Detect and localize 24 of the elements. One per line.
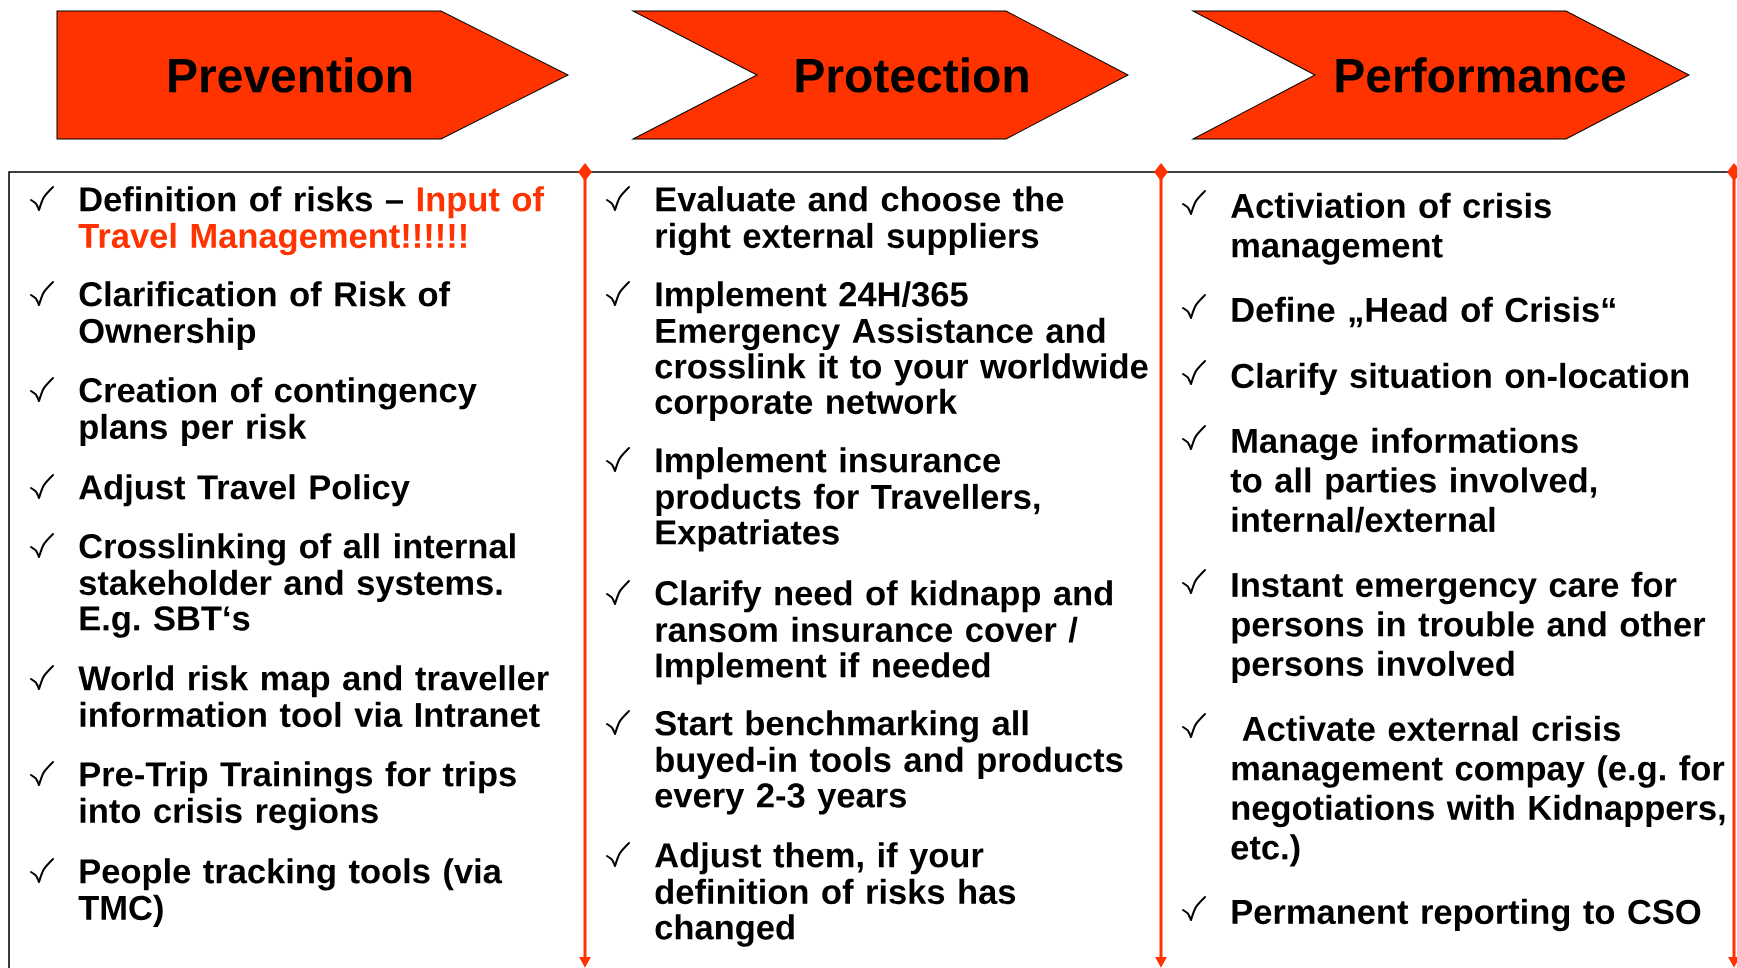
list-item: Creation of contingency plans per risk: [79, 377, 477, 446]
list-item: People tracking tools (via TMC): [78, 858, 503, 927]
list-item: Adjust them, if your definition of risks has changed: [655, 842, 1016, 947]
list-item: Clarify situation on-location: [1231, 362, 1689, 395]
list-item: Evaluate and choose the right external suppliers: [656, 186, 1064, 256]
list-item: Definition of risks – Input of Travel Management!!!!!!: [78, 186, 545, 256]
list-item: Implement 24H/365 Emergency Assistance and crosslink it to your worldwide corporate network: [655, 281, 1148, 421]
step-banner: Performance: [1192, 10, 1690, 140]
list-item: Define „Head of Crisis“: [1232, 296, 1615, 328]
list-item: Pre-Trip Trainings for trips into crisis regions: [80, 761, 516, 831]
step-banner: Protection: [632, 10, 1129, 140]
list-item: Implement insurance products for Travellers, Expatriates: [656, 447, 1040, 552]
list-item: Activate external crisis management compay (e.g. for negotiations with Kidnappers, etc.): [1231, 715, 1725, 867]
list-item: Clarify need of kidnapp and ransom insurance cover / Implement if needed: [655, 580, 1112, 685]
list-item: World risk map and traveller information tool via Intranet: [78, 665, 549, 728]
list-item: Permanent reporting to CSO: [1232, 898, 1701, 932]
step-banner: Prevention: [56, 10, 569, 140]
list-item: Instant emergency care for persons in trouble and other persons involved: [1232, 571, 1706, 683]
list-item: Clarification of Risk of Ownership: [79, 281, 451, 350]
list-item: Manage informations to all parties involved, internal/external: [1230, 427, 1596, 533]
list-item: Start benchmarking all buyed-in tools and products every 2-3 years: [655, 710, 1123, 815]
list-item: Activiation of crisis management: [1231, 192, 1551, 265]
list-item: Crosslinking of all internal stakeholder and systems. E.g. SBT‘s: [79, 533, 515, 638]
list-item: Adjust Travel Policy: [79, 474, 410, 507]
